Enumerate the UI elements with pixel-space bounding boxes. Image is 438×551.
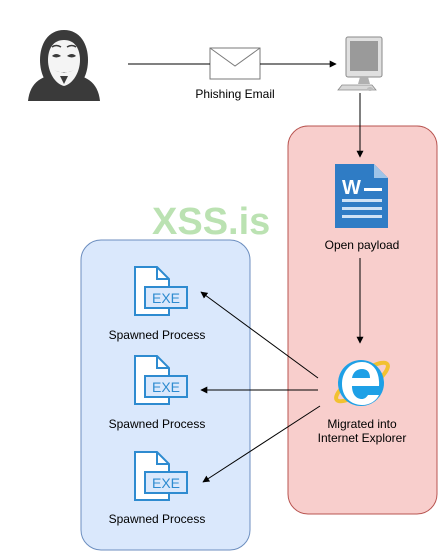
word-document-icon: W <box>335 164 388 228</box>
exe-file-icon: EXE <box>134 451 188 501</box>
watermark-text: XSS.is <box>152 201 271 243</box>
arrow-to-process-3 <box>202 405 321 483</box>
spawned-process-label: Spawned Process <box>108 417 206 431</box>
svg-text:EXE: EXE <box>152 379 180 395</box>
open-payload-label: Open payload <box>324 238 400 252</box>
spawned-process-label: Spawned Process <box>108 328 206 342</box>
exe-file-icon: EXE <box>134 266 188 316</box>
svg-text:EXE: EXE <box>152 290 180 306</box>
spawned-process-label: Spawned Process <box>108 512 206 526</box>
svg-text:W: W <box>342 177 361 199</box>
svg-text:EXE: EXE <box>152 475 180 491</box>
phishing-email-label: Phishing Email <box>195 87 275 101</box>
internet-explorer-icon <box>334 360 390 406</box>
desktop-computer-icon <box>337 36 383 91</box>
envelope-icon <box>209 47 261 80</box>
migrated-label: Migrated into Internet Explorer <box>317 417 407 445</box>
victim-zone <box>287 125 438 515</box>
arrow-to-process-1 <box>200 291 319 379</box>
anonymous-hacker-icon <box>28 30 100 101</box>
exe-file-icon: EXE <box>134 355 188 405</box>
